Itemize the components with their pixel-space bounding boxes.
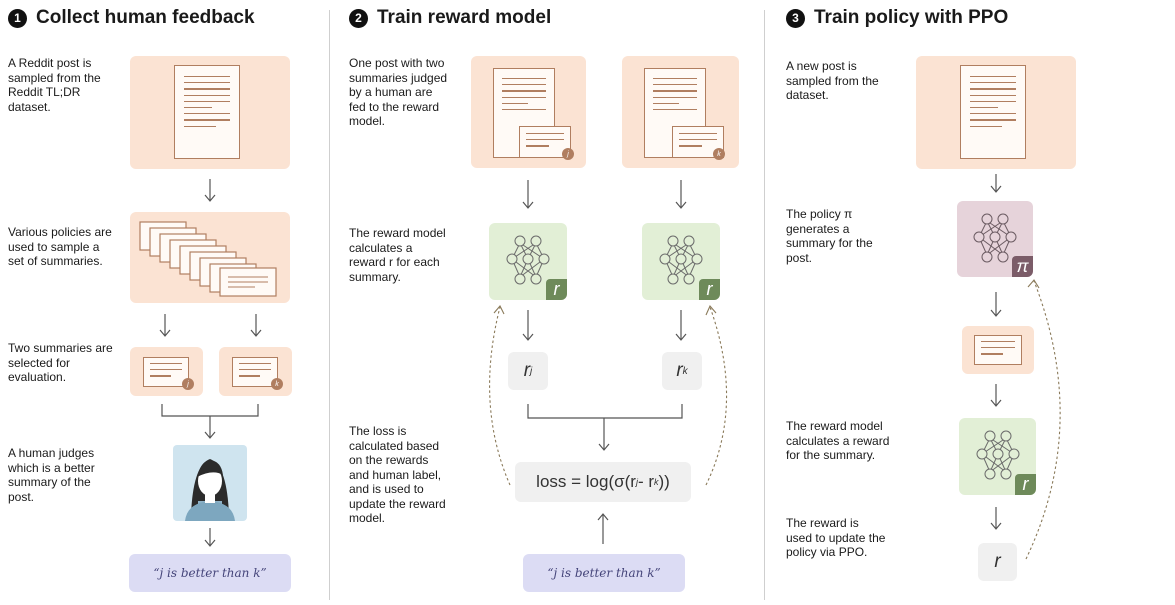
desc-policy: The policy π generates a summary for the… — [786, 207, 873, 265]
desc-new-post: A new post is sampled from the dataset. — [786, 59, 879, 102]
reward-tag: r — [699, 279, 720, 300]
reward-model-j: r — [489, 223, 567, 300]
desc-loss: The loss is calculated based on the rewa… — [349, 424, 446, 525]
summaries-panel — [130, 212, 290, 303]
desc-reward-calc: The reward model calculates a reward r f… — [349, 226, 446, 284]
new-post-panel — [916, 56, 1076, 169]
reward-subscript-j: j — [530, 365, 533, 377]
section-title-text: Train reward model — [377, 7, 552, 28]
badge-j: j — [182, 378, 194, 390]
desc-human-judges: A human judges which is a better summary… — [8, 446, 95, 504]
arrow-down-icon — [204, 528, 216, 547]
summary-k-panel: k — [219, 347, 292, 396]
loss-prefix: loss = log(σ(r — [536, 472, 636, 491]
policy-model: π — [957, 201, 1033, 277]
section-title-text: Collect human feedback — [36, 7, 255, 28]
section-title-text: Train policy with PPO — [814, 7, 1009, 28]
summary-j-card — [519, 126, 571, 158]
arrow-down-icon — [990, 174, 1002, 193]
person-icon — [185, 459, 235, 521]
post-document-icon — [174, 65, 240, 159]
arrow-down-icon — [990, 292, 1002, 317]
policy-update-arrow — [1025, 279, 1061, 560]
arrow-down-icon — [990, 384, 1002, 407]
summary-j-panel: j — [130, 347, 203, 396]
merge-bracket-arrow-icon — [161, 404, 259, 439]
badge-k: k — [713, 148, 725, 160]
step-number-badge: 3 — [786, 8, 805, 28]
step-number-badge: 2 — [349, 8, 368, 28]
badge-j: j — [562, 148, 574, 160]
post-j-panel: j — [471, 56, 586, 168]
loss-sub-k: k — [654, 477, 659, 487]
policy-pi-tag: π — [1012, 256, 1033, 277]
post-document-icon — [960, 65, 1026, 159]
desc-reward-model: The reward model calculates a reward for… — [786, 419, 890, 462]
neural-network-icon — [506, 235, 550, 285]
reward-tag: r — [1015, 474, 1036, 495]
desc-two-summaries: Two summaries are selected for evaluatio… — [8, 341, 113, 384]
neural-network-icon — [659, 235, 703, 285]
section-3-title: 3 Train policy with PPO — [786, 7, 1008, 29]
reward-symbol: r — [523, 360, 531, 381]
reward-tag: r — [546, 279, 567, 300]
loss-suffix: )) — [658, 472, 670, 491]
arrow-down-icon — [250, 314, 262, 337]
step-number-badge: 1 — [8, 8, 27, 28]
post-k-panel: k — [622, 56, 739, 168]
arrow-down-icon — [675, 180, 687, 209]
section-1-title: 1 Collect human feedback — [8, 7, 255, 29]
desc-reddit-post: A Reddit post is sampled from the Reddit… — [8, 56, 101, 114]
reward-value: r — [978, 543, 1017, 581]
merge-bracket-arrow-icon — [527, 404, 683, 451]
reward-model: r — [959, 418, 1036, 495]
arrow-down-icon — [204, 179, 216, 202]
update-feedback-arrows — [489, 304, 728, 486]
summary-k-card — [232, 357, 278, 387]
loss-sub-j: j — [635, 477, 638, 487]
arrow-down-icon — [522, 310, 534, 341]
reward-symbol: r — [676, 360, 683, 381]
loss-mid: - r — [637, 472, 654, 491]
desc-update-policy: The reward is used to update the policy … — [786, 516, 886, 559]
summary-j-card — [143, 357, 189, 387]
neural-network-icon — [976, 430, 1020, 480]
section-2-title: 2 Train reward model — [349, 7, 551, 29]
human-label-quote: “j is better than k” — [523, 554, 685, 592]
generated-summary-panel — [962, 326, 1034, 374]
desc-policies: Various policies are used to sample a se… — [8, 225, 112, 268]
post-panel — [130, 56, 290, 169]
summary-card — [974, 335, 1022, 365]
badge-k: k — [271, 378, 283, 390]
stacked-summaries-icon — [139, 221, 277, 297]
section-divider — [329, 10, 330, 600]
neural-network-icon — [973, 213, 1017, 263]
arrow-down-icon — [159, 314, 171, 337]
arrow-down-icon — [675, 310, 687, 341]
arrow-down-icon — [522, 180, 534, 209]
human-judge-avatar — [173, 445, 247, 521]
arrow-down-icon — [990, 507, 1002, 530]
reward-model-k: r — [642, 223, 720, 300]
section-divider — [764, 10, 765, 600]
reward-subscript-k: k — [682, 365, 688, 377]
arrow-up-icon — [597, 513, 609, 544]
desc-fed-to-reward: One post with two summaries judged by a … — [349, 56, 448, 128]
human-label-quote: “j is better than k” — [129, 554, 291, 592]
